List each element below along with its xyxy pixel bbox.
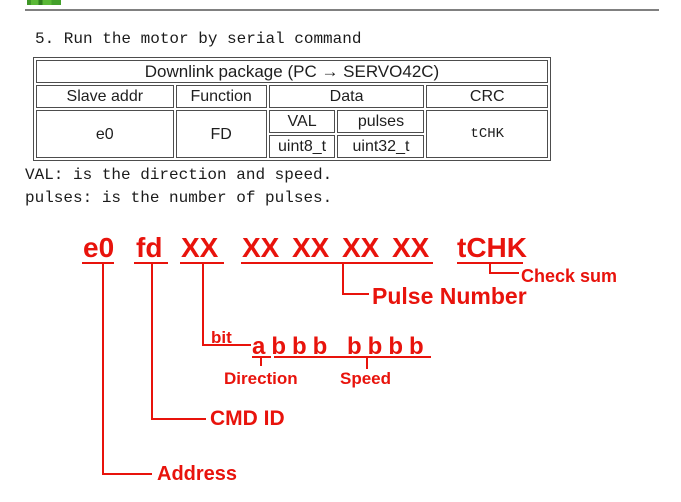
makerbase-logo: [27, 0, 61, 5]
table-row: uint8_t uint32_t: [36, 135, 548, 158]
col-header-function: Function: [175, 85, 267, 108]
table-title-row: Downlink package (PC → SERVO42C): [36, 60, 548, 83]
label-speed: Speed: [340, 369, 392, 388]
bit-group-speed: bbbb: [347, 333, 430, 360]
byte-checksum: tCHK: [457, 232, 527, 263]
byte-address: e0: [83, 232, 115, 263]
byte-cmd-id: fd: [136, 232, 163, 263]
label-direction: Direction: [224, 369, 298, 388]
cell-data-val: VAL: [268, 110, 336, 133]
col-header-data: Data: [268, 85, 425, 108]
table-row: e0 FD VAL pulses tCHK: [36, 110, 548, 158]
byte-val: XX: [181, 232, 219, 263]
field-notes: VAL: is the direction and speed. pulses:…: [25, 164, 332, 210]
cell-slave-addr-value: e0: [36, 110, 174, 158]
label-bit: bit: [211, 328, 232, 347]
col-header-slave-addr: Slave addr: [36, 85, 174, 108]
downlink-package-table: Downlink package (PC → SERVO42C) Slave a…: [33, 57, 551, 161]
cell-data-pulses-type: uint32_t: [337, 135, 425, 158]
cell-data-val-type: uint8_t: [268, 135, 336, 158]
cell-function-value: FD: [175, 110, 267, 158]
cell-crc-value: tCHK: [426, 110, 548, 158]
header-rule: [25, 9, 659, 11]
cell-data-pulses: pulses: [337, 110, 425, 133]
note-val: VAL: is the direction and speed.: [25, 166, 333, 184]
byte-pulse-4: XX: [392, 232, 430, 263]
header-page-label: User Ma: [657, 0, 681, 4]
label-address: Address: [157, 463, 238, 485]
col-header-crc: CRC: [426, 85, 548, 108]
byte-pulse-1: XX: [242, 232, 280, 263]
byte-pulse-3: XX: [342, 232, 380, 263]
header-doc-title: MKS SERVO42C V1.1.2: [287, 0, 435, 4]
note-pulses: pulses: is the number of pulses.: [25, 189, 333, 207]
section-title: 5. Run the motor by serial command: [35, 30, 362, 48]
table-header-row: Slave addr Function Data CRC: [36, 85, 548, 108]
label-cmd-id: CMD ID: [210, 407, 285, 430]
label-pulse-number: Pulse Number: [372, 283, 527, 309]
label-check-sum: Check sum: [521, 266, 618, 286]
table-title: Downlink package (PC → SERVO42C): [36, 60, 548, 83]
bit-group-direction: abbb: [252, 333, 334, 360]
byte-pulse-2: XX: [292, 232, 330, 263]
